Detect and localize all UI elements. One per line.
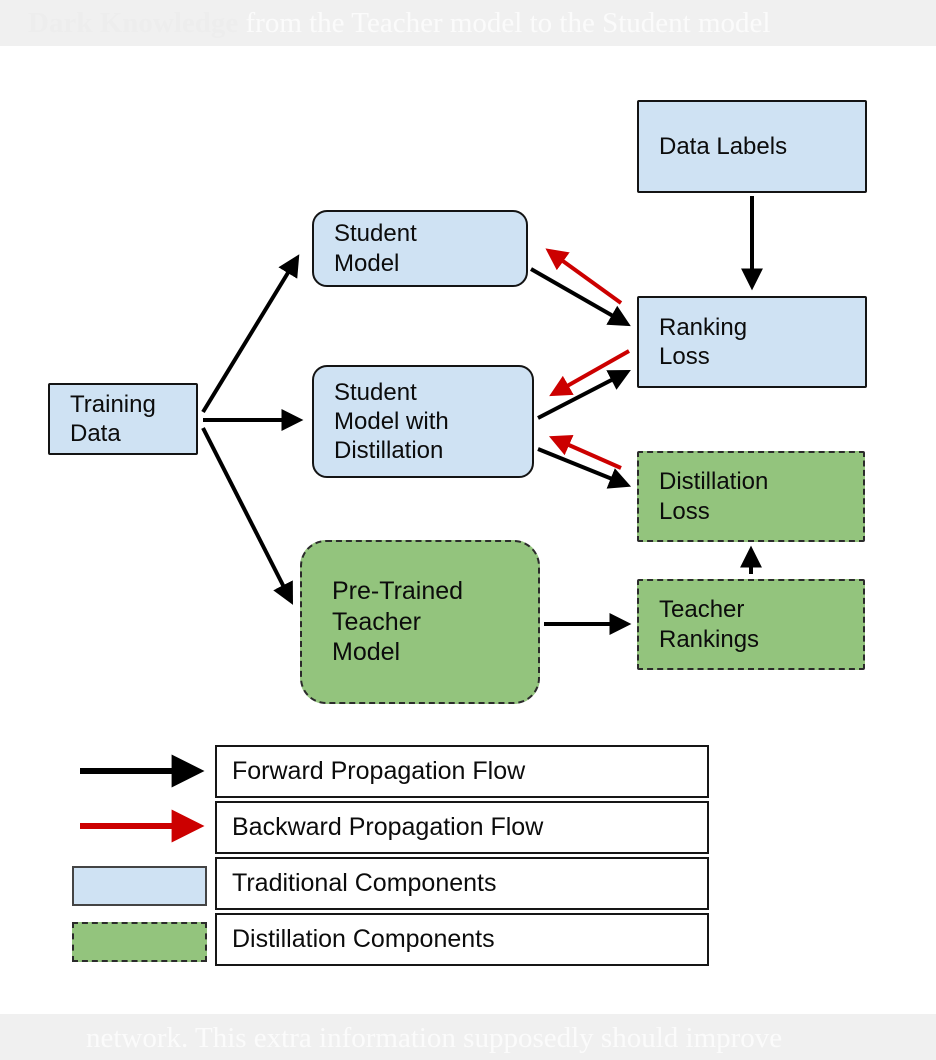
node-distillation-loss: Distillation Loss <box>637 451 865 542</box>
node-student-model-distillation-label: Student Model with Distillation <box>334 378 449 465</box>
legend-label-traditional: Traditional Components <box>232 869 497 897</box>
node-training-data-label: Training Data <box>70 390 156 447</box>
node-student-model-distillation: Student Model with Distillation <box>312 365 534 478</box>
node-pretrained-teacher: Pre-Trained Teacher Model <box>300 540 540 704</box>
node-data-labels: Data Labels <box>637 100 867 193</box>
node-ranking-loss-label: Ranking Loss <box>659 313 748 370</box>
node-distillation-loss-label: Distillation Loss <box>659 468 769 525</box>
arrow-forward-student-distill-to-rankingloss <box>537 369 631 420</box>
top-cropped-text: Dark Knowledge from the Teacher model to… <box>28 7 770 40</box>
legend-row-forward: Forward Propagation Flow <box>215 745 709 798</box>
arrow-forward-student-to-rankingloss <box>530 267 631 327</box>
bottom-cropped-text: network. This extra information supposed… <box>86 1022 783 1054</box>
node-student-model-label: Student Model <box>334 220 417 277</box>
arrow-forward-training-to-teacher <box>201 427 293 605</box>
arrow-backward-distillloss-to-student-distill <box>548 435 622 470</box>
top-text-band: Dark Knowledge from the Teacher model to… <box>0 0 936 46</box>
node-data-labels-label: Data Labels <box>659 132 788 160</box>
legend-distillation-swatch <box>72 922 207 962</box>
arrow-forward-student-distill-to-distillloss <box>537 447 632 489</box>
arrow-forward-training-to-student <box>201 254 300 414</box>
node-ranking-loss: Ranking Loss <box>637 296 867 388</box>
legend-label-backward: Backward Propagation Flow <box>232 813 544 841</box>
arrow-backward-rankingloss-to-student <box>545 248 623 305</box>
node-student-model: Student Model <box>312 210 528 287</box>
legend-label-forward: Forward Propagation Flow <box>232 757 526 785</box>
top-cropped-text-bold: Dark Knowledge <box>28 7 239 39</box>
legend-label-distillation: Distillation Components <box>232 925 495 953</box>
bottom-text-band: network. This extra information supposed… <box>0 1014 936 1060</box>
legend-row-backward: Backward Propagation Flow <box>215 801 709 854</box>
node-pretrained-teacher-label: Pre-Trained Teacher Model <box>332 577 464 667</box>
legend-traditional-swatch <box>72 866 207 906</box>
top-cropped-text-rest: from the Teacher model to the Student mo… <box>238 7 771 39</box>
node-training-data: Training Data <box>48 383 198 455</box>
node-teacher-rankings: Teacher Rankings <box>637 579 865 670</box>
arrow-backward-rankingloss-to-student-distill <box>549 349 630 397</box>
legend-row-distillation: Distillation Components <box>215 913 709 966</box>
node-teacher-rankings-label: Teacher Rankings <box>659 596 760 653</box>
legend-row-traditional: Traditional Components <box>215 857 709 910</box>
